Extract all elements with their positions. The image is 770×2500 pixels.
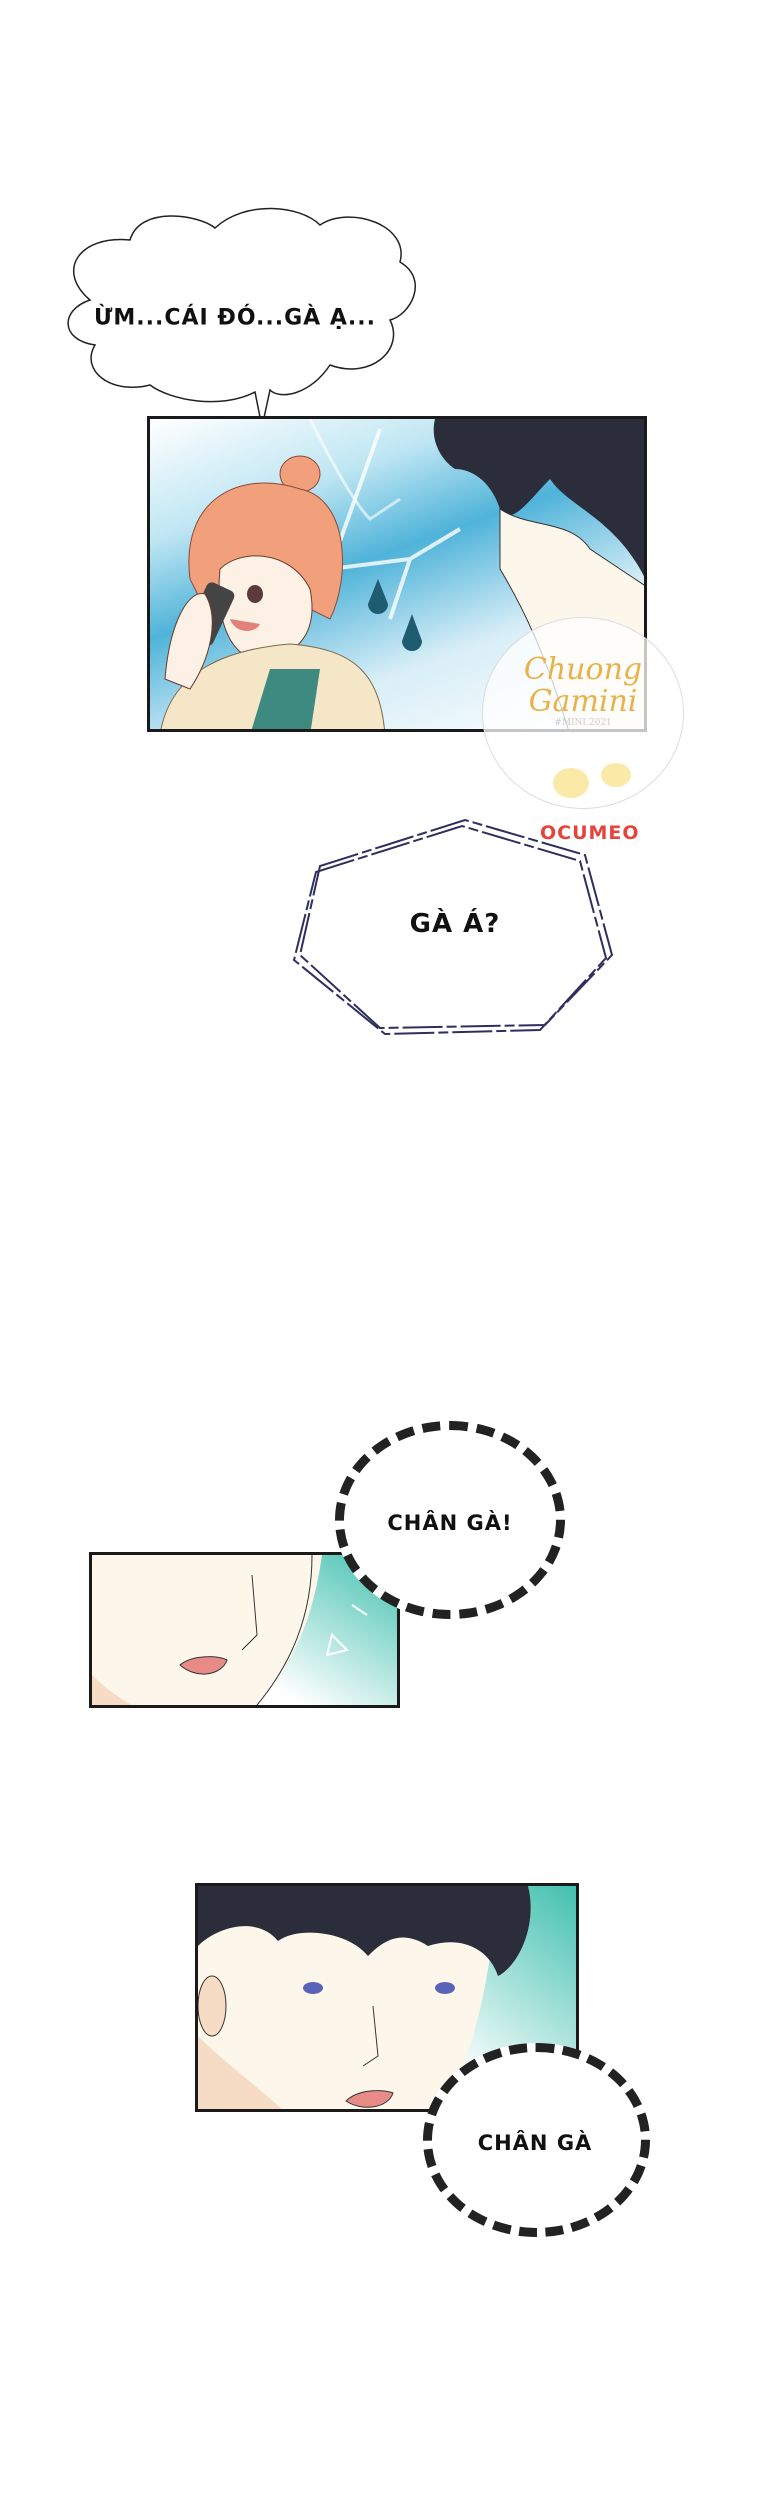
chick-icon bbox=[553, 768, 589, 798]
chick-icon bbox=[601, 763, 631, 787]
dashed-speech-bubble bbox=[423, 2043, 650, 2237]
panel-face-closeup-1 bbox=[89, 1552, 400, 1708]
watermark-logo: Chuong Gamini #MINI.2021 bbox=[482, 617, 684, 809]
bubble-2-text: GÀ Á? bbox=[409, 909, 501, 939]
panel-2-art bbox=[92, 1555, 397, 1705]
watermark-line1: Chuong bbox=[523, 652, 643, 687]
watermark-line2: Gamini bbox=[528, 684, 638, 719]
panel-girl-on-phone bbox=[147, 416, 647, 732]
credit-label: OCUMEO bbox=[540, 822, 640, 844]
bubble-1-text: ỪM...CÁI ĐÓ...GÀ Ạ... bbox=[94, 305, 376, 331]
watermark-line3: #MINI.2021 bbox=[554, 718, 612, 728]
bubble-4-text: CHÂN GÀ bbox=[477, 2131, 593, 2155]
bubble-3-text: CHÂN GÀ! bbox=[387, 1511, 513, 1535]
dashed-speech-bubble bbox=[335, 1421, 565, 1619]
panel-3-art bbox=[198, 1886, 576, 2109]
